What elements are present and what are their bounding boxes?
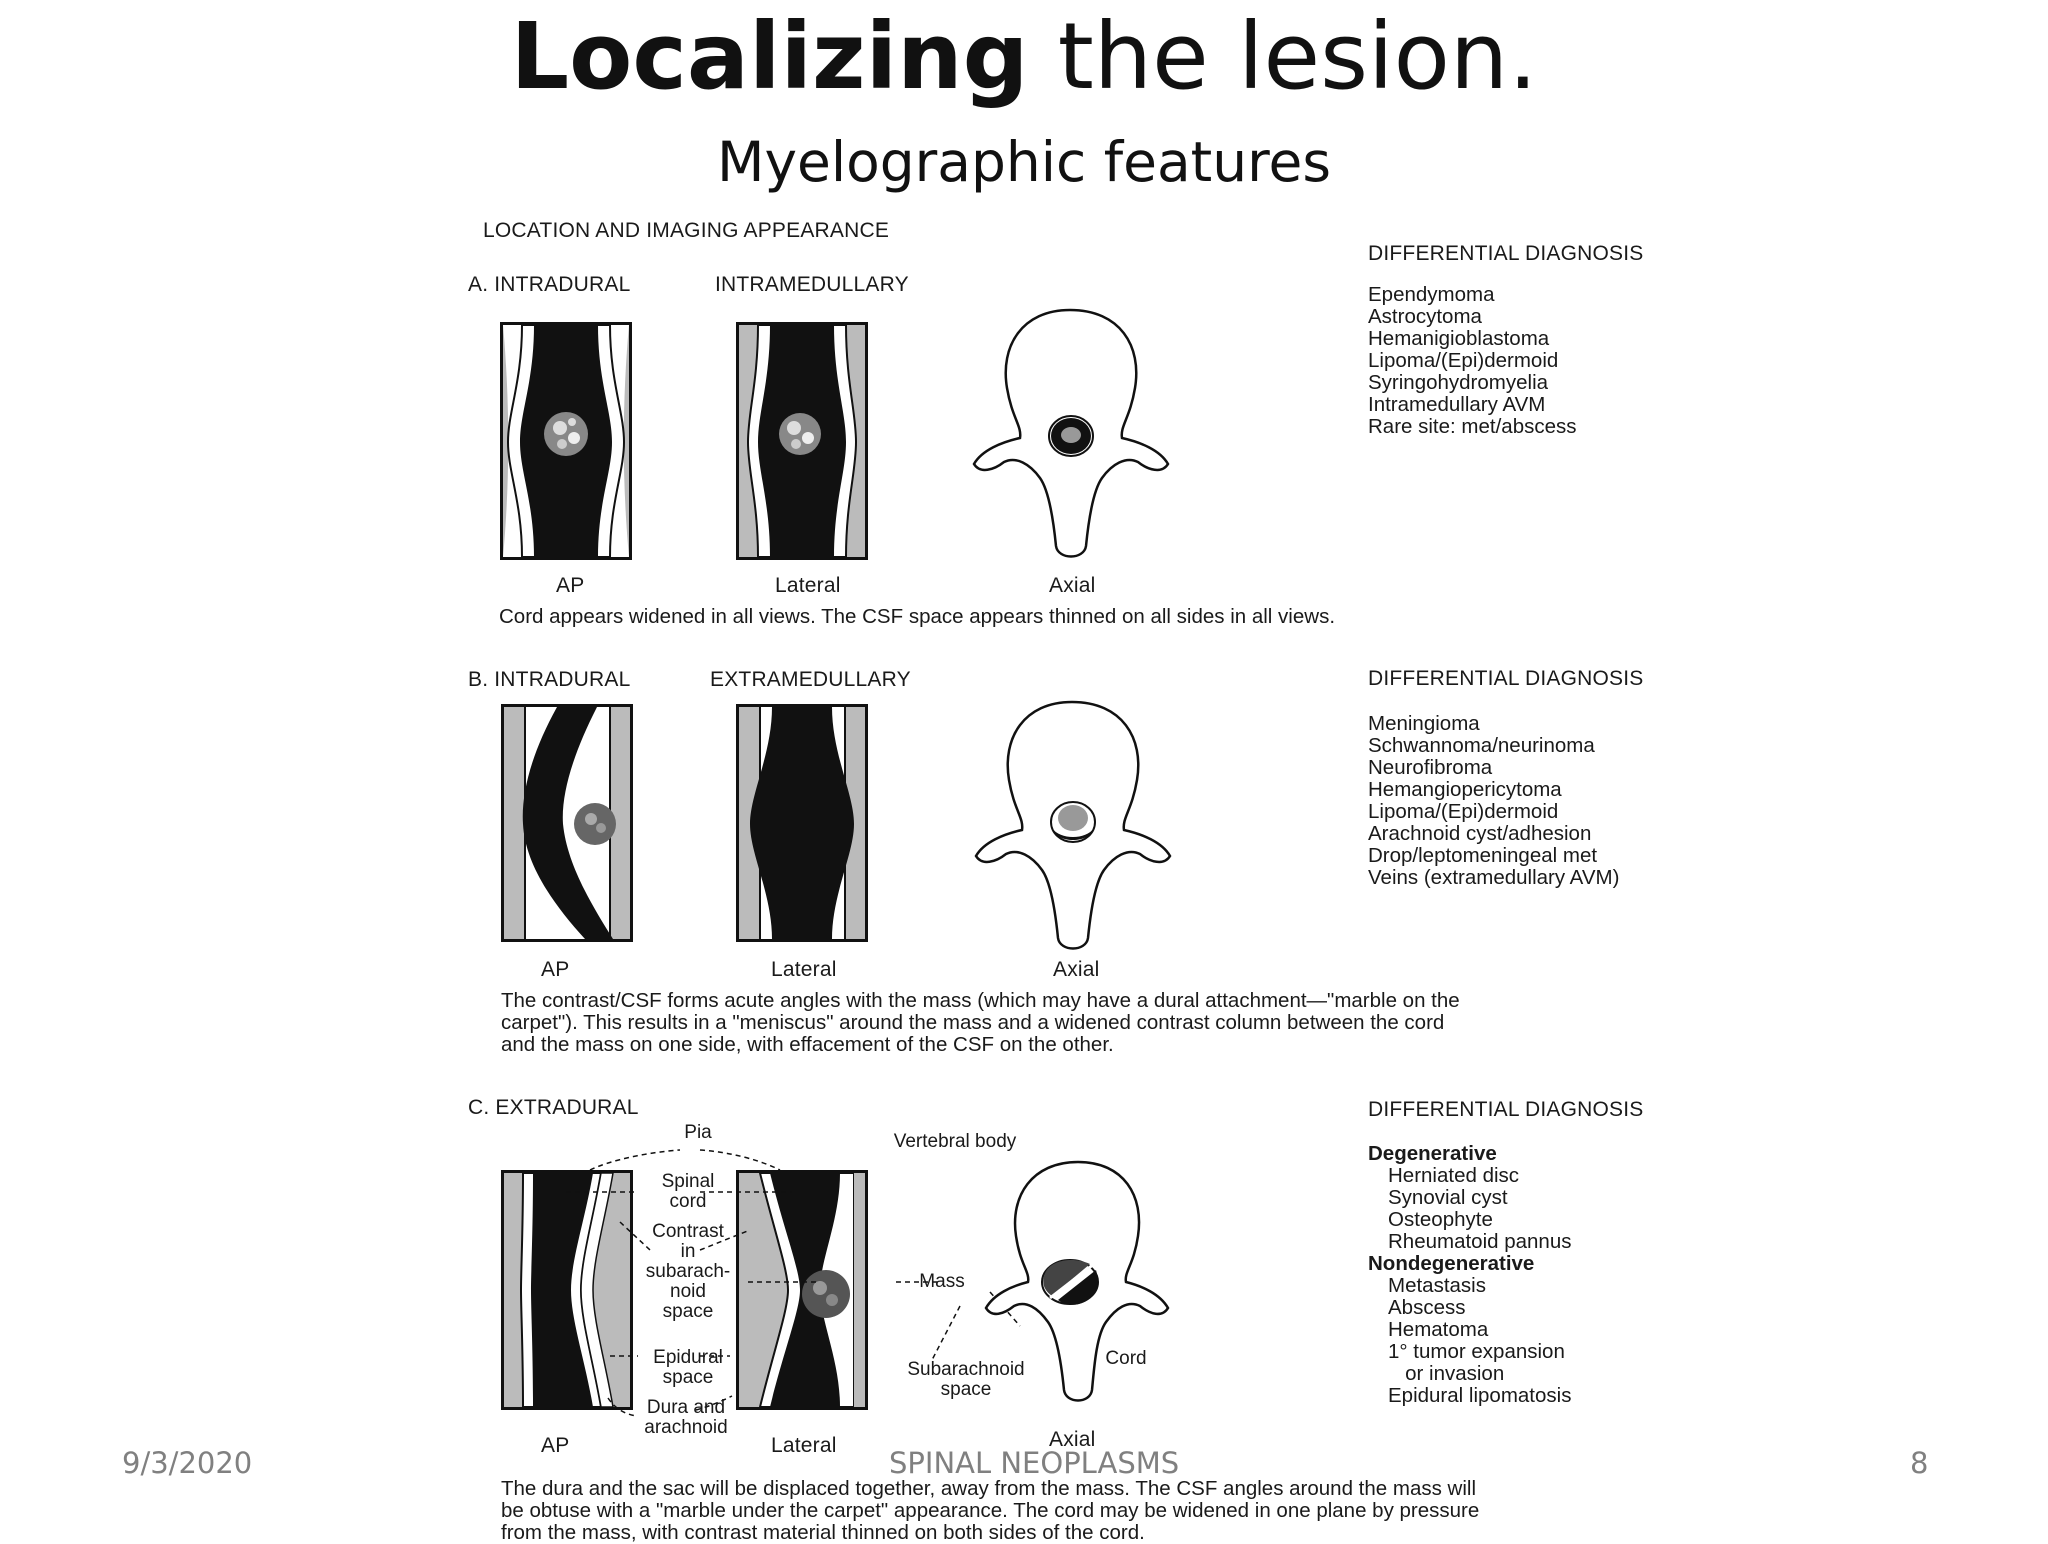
section-c-dd-title: DIFFERENTIAL DIAGNOSIS [1368, 1098, 1644, 1121]
section-c-dd-list: Degenerative Herniated disc Synovial cys… [1368, 1143, 1572, 1407]
slide-title: Localizing the lesion. [0, 2, 2048, 112]
dd-item: 1° tumor expansion [1388, 1340, 1565, 1363]
label-line: space [940, 1379, 992, 1400]
section-a-dd-list: Ependymoma Astrocytoma Hemanigioblastoma… [1368, 284, 1577, 438]
dd-item: Intramedullary AVM [1368, 393, 1546, 416]
slide-subtitle: Myelographic features [717, 130, 1331, 194]
dd-group-degenerative: Degenerative [1368, 1142, 1497, 1165]
section-b-sublabel: EXTRAMEDULLARY [710, 668, 911, 691]
label-vertebral-body: Vertebral body [893, 1131, 1017, 1152]
caption-line: and the mass on one side, with effacemen… [501, 1033, 1114, 1056]
section-a-label: A. INTRADURAL [468, 273, 631, 296]
footer-page-number: 8 [1910, 1446, 1929, 1480]
dd-item: or invasion [1388, 1362, 1505, 1385]
section-b-lateral-diagram [736, 704, 868, 942]
label-line: subarach- [645, 1261, 731, 1282]
section-a-caption: Cord appears widened in all views. The C… [499, 605, 1336, 628]
dd-group-nondegenerative: Nondegenerative [1368, 1252, 1535, 1275]
dd-item: Epidural lipomatosis [1388, 1384, 1572, 1407]
label-line: noid [670, 1281, 706, 1302]
section-b-view-ap: AP [541, 958, 570, 981]
label-contrast: Contrast in subarach- noid space [638, 1222, 738, 1322]
dd-item: Herniated disc [1388, 1164, 1520, 1187]
figure-header: LOCATION AND IMAGING APPEARANCE [483, 219, 890, 242]
label-spinal-cord: Spinal cord [648, 1172, 728, 1212]
footer-date: 9/3/2020 [122, 1446, 253, 1480]
section-b-ap-diagram [501, 704, 633, 942]
caption-line: The dura and the sac will be displaced t… [501, 1477, 1477, 1500]
caption-line: carpet"). This results in a "meniscus" a… [501, 1011, 1445, 1034]
label-line: Epidural [653, 1347, 723, 1368]
title-bold: Localizing [510, 3, 1029, 110]
section-c-view-lateral: Lateral [771, 1434, 837, 1457]
section-c-annotation-lines [566, 1149, 1021, 1417]
section-b-dd-title: DIFFERENTIAL DIAGNOSIS [1368, 667, 1644, 690]
dd-item: Neurofibroma [1368, 756, 1493, 779]
footer-title: SPINAL NEOPLASMS [889, 1446, 1180, 1480]
label-line: cord [669, 1191, 707, 1212]
section-a-ap-diagram [500, 322, 632, 560]
dd-item: Ependymoma [1368, 283, 1495, 306]
section-a-view-lateral: Lateral [775, 574, 841, 597]
section-b-view-lateral: Lateral [771, 958, 837, 981]
label-line: Dura and [646, 1397, 726, 1418]
caption-line: The contrast/CSF forms acute angles with… [501, 989, 1460, 1012]
dd-item: Abscess [1388, 1296, 1466, 1319]
section-b-dd-list: Meningioma Schwannoma/neurinoma Neurofib… [1368, 713, 1619, 889]
label-mass: Mass [919, 1271, 965, 1292]
label-cord: Cord [1105, 1348, 1147, 1369]
label-pia: Pia [684, 1122, 712, 1143]
dd-item: Hemanigioblastoma [1368, 327, 1550, 350]
dd-item: Hemangiopericytoma [1368, 778, 1562, 801]
label-dura: Dura and arachnoid [636, 1398, 736, 1438]
section-b-view-axial: Axial [1053, 958, 1100, 981]
dd-item: Drop/leptomeningeal met [1368, 844, 1598, 867]
label-line: Contrast [652, 1221, 724, 1242]
dd-item: Meningioma [1368, 712, 1480, 735]
caption-line: be obtuse with a "marble under the carpe… [501, 1499, 1480, 1522]
dd-item: Metastasis [1388, 1274, 1486, 1297]
label-line: space [662, 1301, 714, 1322]
title-rest: the lesion. [1028, 3, 1538, 110]
section-c-axial-diagram [984, 1160, 1170, 1402]
caption-line: from the mass, with contrast material th… [501, 1521, 1145, 1544]
dd-item: Osteophyte [1388, 1208, 1493, 1231]
dd-item: Synovial cyst [1388, 1186, 1508, 1209]
dd-item: Astrocytoma [1368, 305, 1482, 328]
label-line: in [680, 1241, 696, 1262]
label-line: Spinal [661, 1171, 715, 1192]
label-line: space [662, 1367, 714, 1388]
section-c-label: C. EXTRADURAL [468, 1096, 639, 1119]
section-a-dd-title: DIFFERENTIAL DIAGNOSIS [1368, 242, 1644, 265]
section-c-caption: The dura and the sac will be displaced t… [501, 1478, 1479, 1544]
section-a-view-axial: Axial [1049, 574, 1096, 597]
dd-item: Rare site: met/abscess [1368, 415, 1577, 438]
section-b-caption: The contrast/CSF forms acute angles with… [501, 990, 1460, 1056]
section-a-sublabel: INTRAMEDULLARY [715, 273, 909, 296]
section-a-view-ap: AP [556, 574, 585, 597]
section-b-label: B. INTRADURAL [468, 668, 631, 691]
section-a-axial-diagram [972, 308, 1170, 558]
dd-item: Lipoma/(Epi)dermoid [1368, 800, 1559, 823]
dd-item: Hematoma [1388, 1318, 1489, 1341]
section-c-view-axial: Axial [1049, 1428, 1096, 1451]
dd-item: Syringohydromyelia [1368, 371, 1549, 394]
label-subarachnoid: Subarachnoid space [906, 1360, 1026, 1400]
dd-item: Lipoma/(Epi)dermoid [1368, 349, 1559, 372]
section-b-axial-diagram [974, 700, 1172, 950]
label-line: Subarachnoid [907, 1359, 1025, 1380]
dd-item: Veins (extramedullary AVM) [1368, 866, 1620, 889]
section-c-lateral-diagram [736, 1170, 868, 1410]
section-c-view-ap: AP [541, 1434, 570, 1457]
dd-item: Schwannoma/neurinoma [1368, 734, 1595, 757]
label-line: arachnoid [644, 1417, 728, 1438]
dd-item: Rheumatoid pannus [1388, 1230, 1572, 1253]
section-c-ap-diagram [501, 1170, 633, 1410]
dd-item: Arachnoid cyst/adhesion [1368, 822, 1592, 845]
label-epidural: Epidural space [643, 1348, 733, 1388]
section-a-lateral-diagram [736, 322, 868, 560]
